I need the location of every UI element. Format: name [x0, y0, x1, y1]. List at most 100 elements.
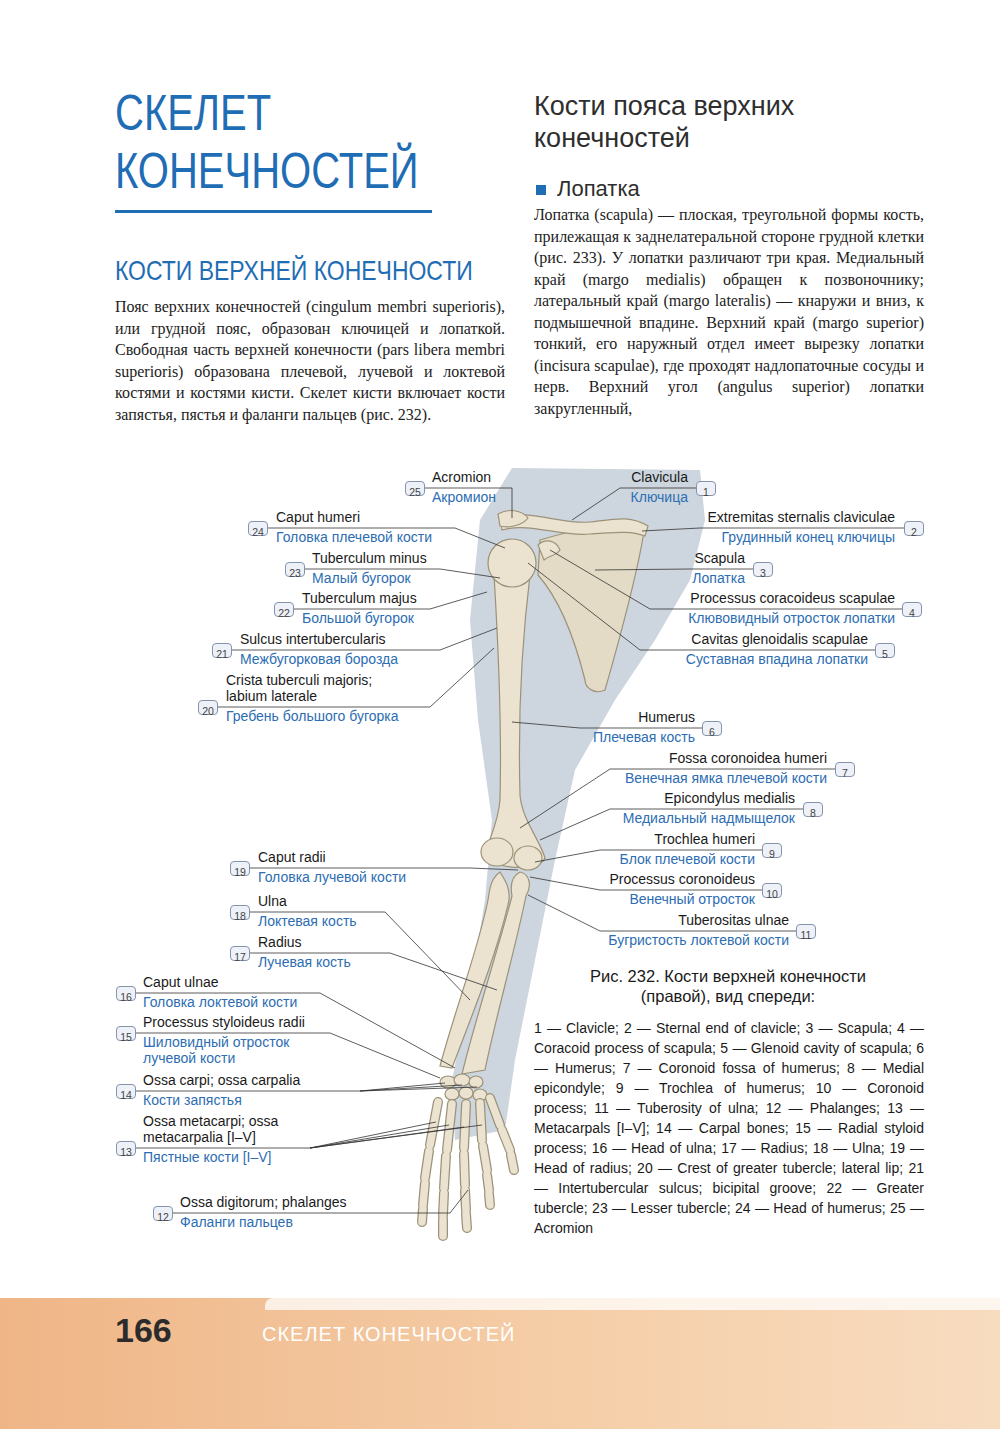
callout-number-text: 7: [842, 767, 848, 779]
illustration-part: [520, 769, 835, 828]
illustration-part: [469, 1076, 483, 1088]
russian-term: Головка плечевой кости: [276, 529, 432, 545]
russian-term: Лопатка: [692, 570, 745, 586]
latin-term: Ulna: [258, 893, 287, 909]
callout-number: 14: [116, 1084, 136, 1099]
callout-number-text: 1: [703, 486, 709, 498]
illustration-part: [425, 488, 512, 518]
callout-number: 18: [230, 905, 250, 920]
latin-term: Acromion: [432, 469, 491, 485]
latin-term: Ossa carpi; ossa carpalia: [143, 1072, 300, 1088]
callout-number: 24: [248, 521, 268, 536]
latin-term: Humerus: [638, 709, 695, 725]
figure-caption: Рис. 232. Кости верхней конечности (прав…: [568, 966, 888, 1006]
russian-term: Шиловидный отросток лучевой кости: [143, 1034, 308, 1066]
callout-number-text: 15: [120, 1031, 132, 1043]
russian-term: Кости запястья: [143, 1092, 242, 1108]
callout-number: 23: [285, 562, 305, 577]
latin-term: Extremitas sternalis claviculae: [707, 509, 895, 525]
page-number: 166: [115, 1310, 172, 1350]
callout-number-text: 2: [911, 526, 917, 538]
russian-term: Венечный отросток: [629, 891, 755, 907]
footer-strip: [265, 1298, 1000, 1310]
illustration-part: [310, 1125, 449, 1148]
callout-number-text: 21: [216, 648, 228, 660]
latin-term: Radius: [258, 934, 302, 950]
callout-number-text: 5: [882, 648, 888, 660]
callout-number-text: 17: [234, 951, 246, 963]
callout-number: 9: [762, 843, 782, 858]
illustration-part: [462, 872, 529, 1074]
callout-number-text: 3: [760, 567, 766, 579]
russian-term: Акромион: [432, 489, 496, 505]
callout-number: 3: [753, 562, 773, 577]
illustration-part: [550, 550, 902, 609]
russian-term: Бугристость локтевой кости: [608, 932, 789, 948]
latin-term: Caput humeri: [276, 509, 360, 525]
illustration-part: [250, 953, 497, 990]
callout-number: 8: [803, 802, 823, 817]
illustration-part: [454, 1074, 470, 1086]
subsection-heading: Кости пояса верхних конечностей: [534, 90, 924, 154]
callout-number-text: 10: [766, 888, 778, 900]
latin-term: Cavitas glenoidalis scapulae: [691, 631, 868, 647]
latin-term: Fossa coronoidea humeri: [669, 750, 827, 766]
callout-number: 19: [230, 861, 250, 876]
callout-number-text: 19: [234, 866, 246, 878]
latin-term: Crista tuberculi majoris; labium lateral…: [226, 672, 416, 704]
russian-term: Головка лучевой кости: [258, 869, 406, 885]
callout-number-text: 11: [801, 929, 812, 941]
russian-term: Головка локтевой кости: [143, 994, 297, 1010]
bullet-square: [536, 185, 546, 195]
callout-number-text: 18: [234, 910, 246, 922]
russian-term: Медиальный надмыщелок: [623, 810, 795, 826]
callout-number: 20: [198, 700, 218, 715]
russian-term: Лучевая кость: [258, 954, 351, 970]
body-text: Пояс верхних конечностей (cingulum membr…: [115, 296, 505, 425]
latin-term: Tuberculum majus: [302, 590, 417, 606]
russian-term: Пястные кости [I–V]: [143, 1149, 272, 1165]
running-footer: СКЕЛЕТ КОНЕЧНОСТЕЙ: [262, 1322, 515, 1346]
illustration-part: [136, 1033, 440, 1078]
latin-term: Ossa metacarpi; ossa metacarpalia [I–V]: [143, 1113, 293, 1145]
callout-number: 16: [116, 986, 136, 1001]
latin-term: Epicondylus medialis: [664, 790, 795, 806]
callout-number: 6: [702, 721, 722, 736]
callout-number-text: 16: [120, 991, 132, 1003]
latin-term: Caput ulnae: [143, 974, 219, 990]
subheading: Лопатка: [557, 176, 640, 202]
callout-number-text: 13: [120, 1146, 132, 1158]
illustration-part: [485, 575, 545, 867]
russian-term: Малый бугорок: [312, 570, 411, 586]
russian-term: Клювовидный отросток лопатки: [688, 610, 895, 626]
callout-number: 17: [230, 946, 250, 961]
callout-number-text: 23: [289, 567, 301, 579]
latin-term: Tuberculum minus: [312, 550, 427, 566]
callout-number: 2: [904, 521, 924, 536]
illustration-part: [481, 838, 513, 866]
callout-number-text: 14: [120, 1089, 132, 1101]
illustration-part: [218, 648, 494, 707]
callout-number: 21: [212, 643, 232, 658]
russian-term: Фаланги пальцев: [180, 1214, 293, 1230]
illustration-part: [310, 1125, 482, 1148]
callout-number-text: 4: [909, 607, 915, 619]
figure-key: 1 — Clavicle; 2 — Sternal end of clavicl…: [534, 1018, 924, 1238]
latin-term: Caput radii: [258, 849, 326, 865]
callout-number-text: 12: [157, 1211, 169, 1223]
russian-term: Межбугорковая борозда: [240, 651, 398, 667]
callout-number: 15: [116, 1026, 136, 1041]
russian-term: Грудинный конец ключицы: [721, 529, 895, 545]
illustration-part: [459, 1087, 473, 1099]
illustration-part: [538, 524, 645, 691]
illustration-part: [498, 511, 528, 527]
section-heading: КОСТИ ВЕРХНЕЙ КОНЕЧНОСТИ: [115, 255, 473, 287]
illustration-part: [422, 1098, 514, 1236]
latin-term: Sulcus intertubercularis: [240, 631, 386, 647]
callout-number-text: 8: [810, 807, 816, 819]
callout-number-text: 24: [252, 526, 264, 538]
callout-number-text: 22: [278, 607, 290, 619]
callout-number: 10: [762, 883, 782, 898]
illustration-part: [445, 1088, 459, 1100]
